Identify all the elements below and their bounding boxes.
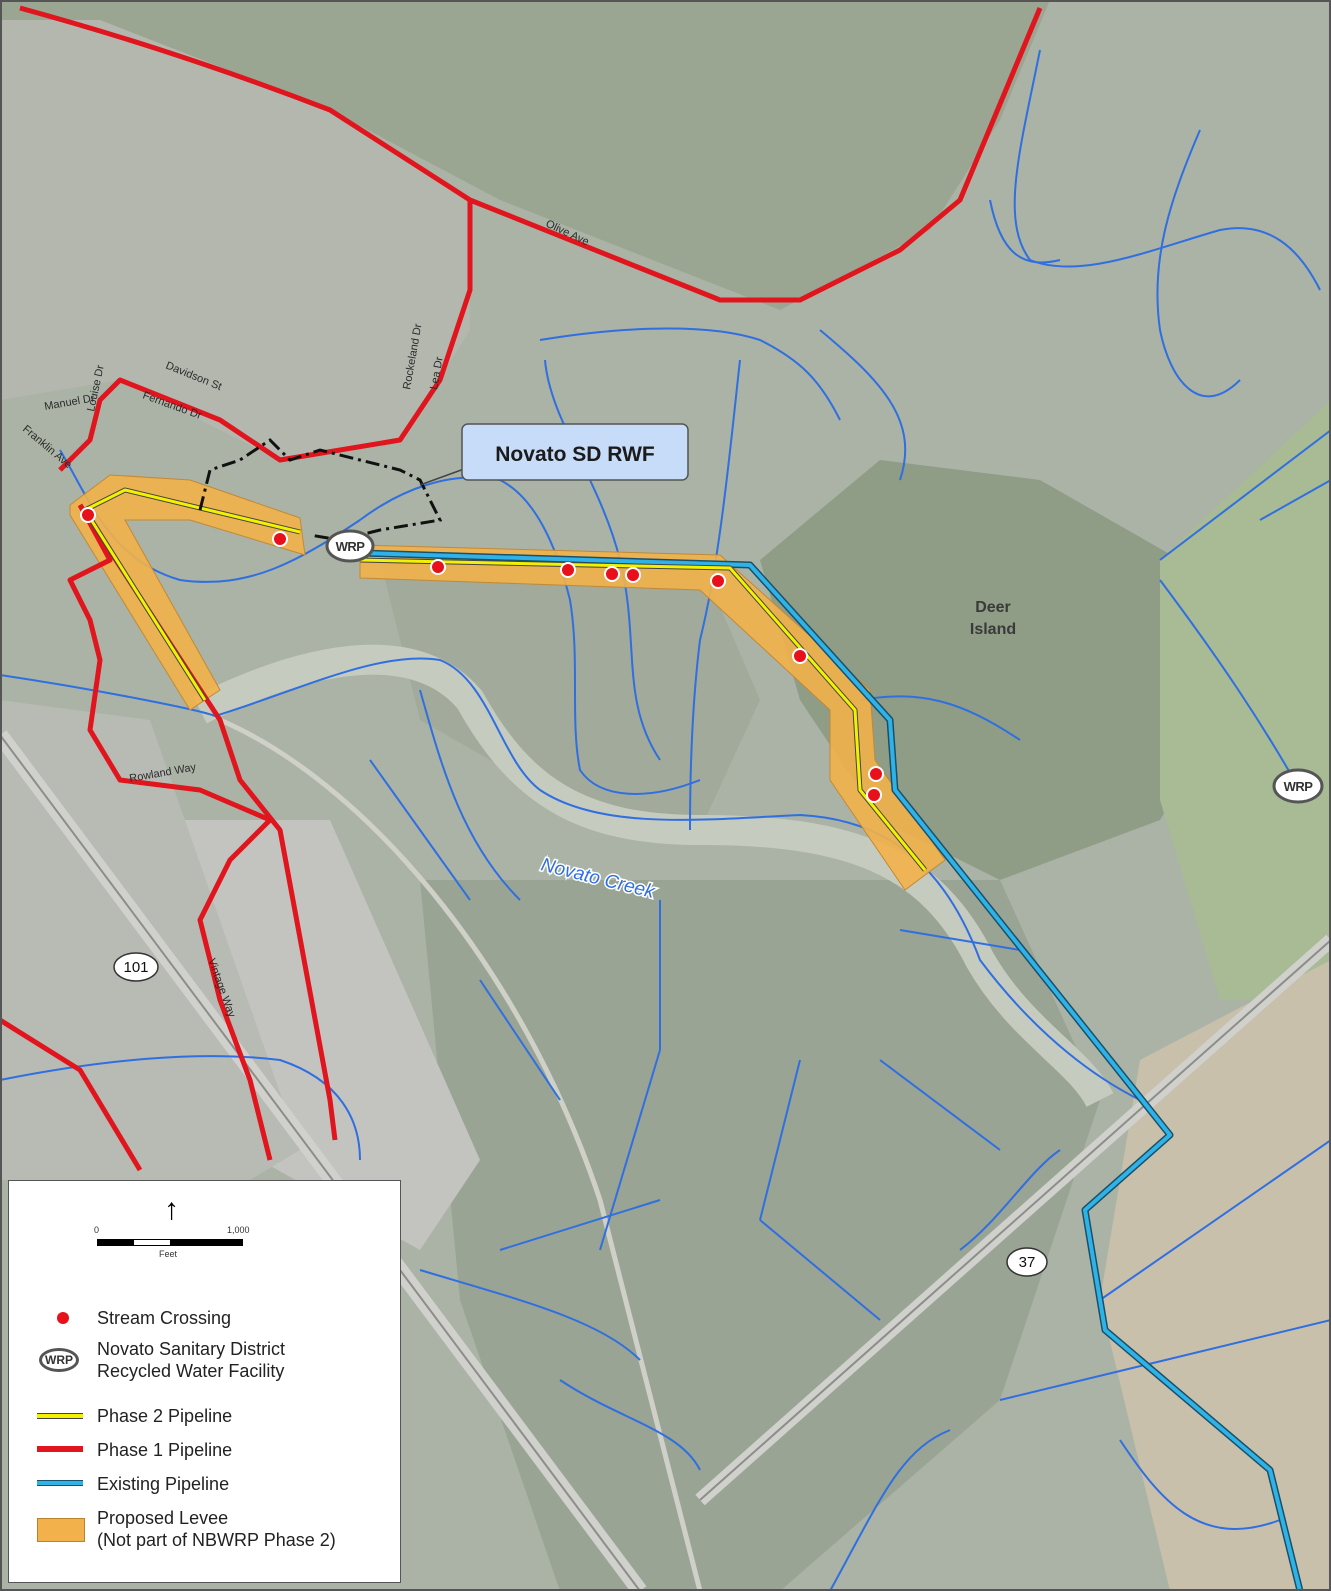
- urban-northwest: [0, 20, 470, 460]
- stream-crossings: [80, 507, 884, 803]
- stream-crossing-5: [604, 566, 620, 582]
- stream-crossing-4: [560, 562, 576, 578]
- phase2-pipeline-fill: [83, 488, 927, 871]
- phase1-line-icon: [37, 1446, 83, 1452]
- highway-101-centerline: [0, 734, 641, 1591]
- legend-item-phase1: Phase 1 Pipeline: [29, 1437, 232, 1463]
- scale-bar: 0 1,000 Feet: [94, 1225, 250, 1261]
- stream-crossing-7: [710, 573, 726, 589]
- legend-item-existing: Existing Pipeline: [29, 1471, 229, 1497]
- stream-network: [0, 49, 1331, 1591]
- legend-item-phase2: Phase 2 Pipeline: [29, 1403, 232, 1429]
- callout-novato-sd-rwf: Novato SD RWF: [461, 423, 689, 481]
- north-arrow-icon: ↑: [164, 1193, 179, 1226]
- legend-label-wrp-line1: Novato Sanitary District: [97, 1339, 286, 1359]
- legend-label-phase1: Phase 1 Pipeline: [97, 1440, 233, 1460]
- legend-label-existing: Existing Pipeline: [97, 1474, 230, 1494]
- stream-crossing-9: [868, 766, 884, 782]
- highway-shield-37: 37: [1006, 1247, 1048, 1277]
- stream-crossing-3: [430, 559, 446, 575]
- wrp-icon: WRP: [39, 1348, 79, 1372]
- scale-graphic: [97, 1239, 243, 1246]
- svg-text:Novato SD RWF: Novato SD RWF: [495, 443, 655, 466]
- wrp-marker-east[interactable]: WRP: [1272, 768, 1324, 804]
- stream-crossing-10: [866, 787, 882, 803]
- scale-label-zero: 0: [94, 1225, 100, 1235]
- existing-pipeline-fill: [359, 551, 1302, 1591]
- wetland-south: [420, 880, 1100, 1591]
- svg-text:37: 37: [1019, 1254, 1036, 1271]
- svg-text:WRP: WRP: [336, 539, 366, 554]
- legend-label-wrp-line2: Recycled Water Facility: [97, 1361, 285, 1381]
- stream-crossing-1: [80, 507, 96, 523]
- street-lea-dr: Lea Dr: [428, 356, 446, 391]
- existing-line-icon: [37, 1480, 83, 1486]
- marsh-center: [380, 560, 760, 830]
- legend-item-wrp: WRP Novato Sanitary District Recycled Wa…: [29, 1338, 285, 1382]
- wrp-marker-main[interactable]: WRP: [325, 529, 375, 563]
- legend-label-levee-line1: Proposed Levee: [97, 1508, 229, 1528]
- highway-shield-101: 101: [113, 952, 159, 982]
- rwf-boundary: [198, 438, 443, 542]
- stream-crossing-icon: [57, 1312, 69, 1324]
- scale-label-max: 1,000: [227, 1225, 250, 1235]
- levee-icon: [37, 1518, 85, 1542]
- hills-north: [0, 0, 1050, 310]
- stream-crossing-2: [272, 531, 288, 547]
- highway-37-centerline: [699, 939, 1331, 1501]
- place-label-deer-island-1: Deer: [975, 599, 1011, 616]
- legend-label-phase2: Phase 2 Pipeline: [97, 1406, 233, 1426]
- phase2-line-icon: [37, 1413, 83, 1419]
- svg-text:101: 101: [123, 959, 148, 976]
- scale-label-unit: Feet: [159, 1249, 178, 1259]
- svg-text:WRP: WRP: [1284, 779, 1314, 794]
- proposed-levee-west: [69, 474, 306, 711]
- place-label-deer-island-2: Island: [970, 621, 1016, 638]
- legend-label-stream-crossing: Stream Crossing: [97, 1308, 232, 1328]
- legend-label-levee-line2: (Not part of NBWRP Phase 2): [97, 1530, 336, 1550]
- rail-line: [219, 717, 703, 1591]
- legend-item-stream-crossing: Stream Crossing: [29, 1305, 231, 1331]
- legend-item-levee: Proposed Levee (Not part of NBWRP Phase …: [29, 1507, 336, 1551]
- stream-crossing-8: [792, 648, 808, 664]
- legend-panel: ↑ 0 1,000 Feet Stream Crossing WRP Novat…: [8, 1180, 401, 1583]
- stream-crossing-6: [625, 567, 641, 583]
